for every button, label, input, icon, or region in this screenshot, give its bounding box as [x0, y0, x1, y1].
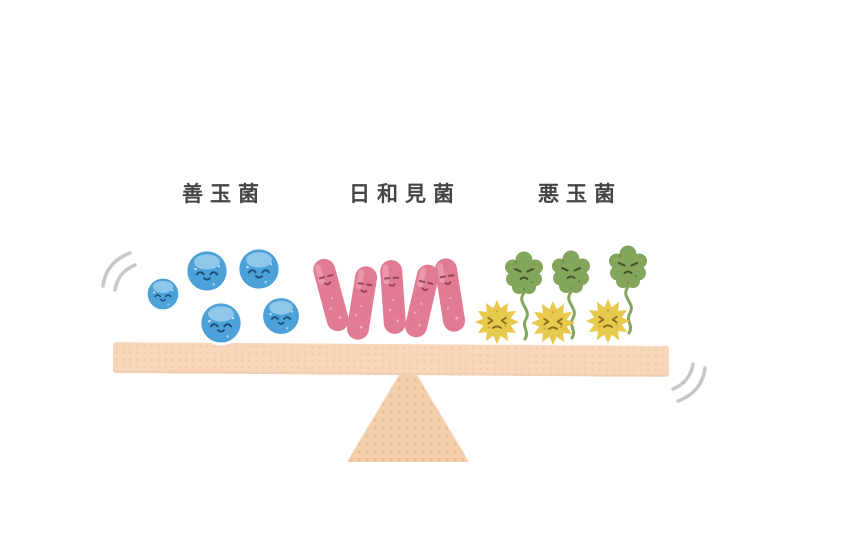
label-bad-bacteria: 悪玉菌	[538, 182, 622, 206]
label-good-bacteria: 善玉菌	[182, 182, 266, 206]
good-bacterium	[184, 248, 230, 294]
good-bacterium	[198, 300, 244, 346]
opportunistic-bacterium	[431, 254, 469, 335]
motion-lines-icon	[671, 362, 707, 403]
good-bacterium	[145, 276, 181, 312]
good-bacterium	[260, 295, 302, 337]
bad-bacterium-yellow	[585, 298, 631, 344]
motion-lines-icon	[101, 251, 137, 292]
good-bacterium	[236, 246, 282, 292]
bad-bacterium-yellow	[474, 299, 520, 345]
bad-bacterium-yellow	[530, 300, 576, 346]
opportunistic-bacterium	[343, 262, 381, 343]
seesaw-plank	[112, 342, 670, 377]
label-opportunistic-bacteria: 日和見菌	[349, 182, 461, 206]
